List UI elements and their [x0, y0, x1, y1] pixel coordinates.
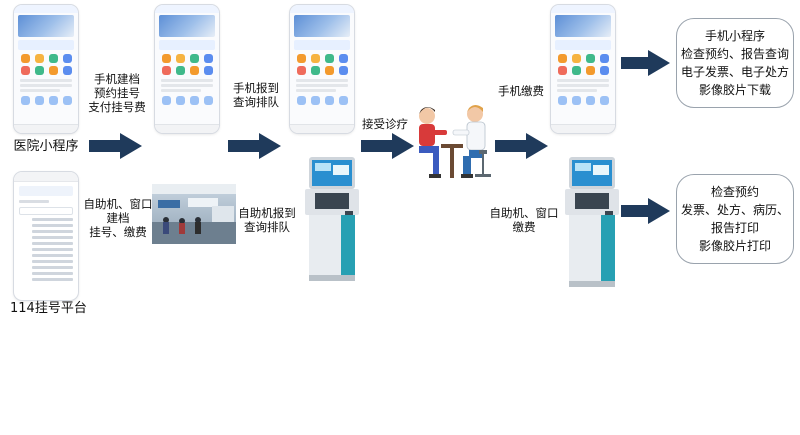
label-hospital-mini-program: 医院小程序: [13, 139, 79, 154]
arrow-to-self-service-box: [621, 198, 670, 224]
arrow-to-consult: [361, 133, 414, 159]
arrow-consult-to-pay: [495, 133, 548, 159]
doctor-patient-illustration: [419, 105, 491, 178]
phone-screenshot-4: [551, 5, 615, 133]
arrow-checkin-to-kiosk: [228, 133, 281, 159]
label-mobile-payment: 手机缴费: [498, 84, 544, 98]
phone-screenshot-2: [155, 5, 219, 133]
arrow-to-mini-program-box: [621, 50, 670, 76]
self-service-print-box: 检查预约 发票、处方、病历、 报告打印 影像胶片打印: [676, 174, 794, 264]
phone-screenshot-114-platform: [14, 172, 78, 300]
registration-hall-photo: [152, 184, 236, 244]
arrow-app-to-checkin: [89, 133, 142, 159]
label-consultation: 接受诊疗: [362, 117, 408, 131]
self-service-kiosk-2: [565, 157, 619, 287]
box-line: 发票、处方、病历、: [680, 203, 789, 217]
label-kiosk-checkin: 自助机报到 查询排队: [238, 206, 296, 234]
label-mobile-checkin: 手机报到 查询排队: [233, 81, 279, 109]
label-kiosk-payment: 自助机、窗口 缴费: [489, 206, 559, 234]
label-mobile-register: 手机建档 预约挂号 支付挂号费: [88, 72, 146, 114]
box-line: 手机小程序: [704, 29, 765, 43]
box-line: 检查预约: [710, 185, 759, 199]
box-line: 影像胶片下载: [698, 83, 771, 97]
box-line: 检查预约、报告查询: [680, 47, 789, 61]
self-service-kiosk-1: [305, 157, 359, 281]
box-line: 电子发票、电子处方: [680, 65, 789, 79]
box-line: 影像胶片打印: [698, 239, 771, 253]
mini-program-services-box: 手机小程序 检查预约、报告查询 电子发票、电子处方 影像胶片下载: [676, 18, 794, 108]
label-window-register: 自助机、窗口 建档 挂号、缴费: [83, 197, 153, 239]
phone-screenshot-3: [290, 5, 354, 133]
box-line: 报告打印: [710, 221, 759, 235]
label-114-platform: 114挂号平台: [10, 301, 87, 316]
phone-screenshot-1: [14, 5, 78, 133]
